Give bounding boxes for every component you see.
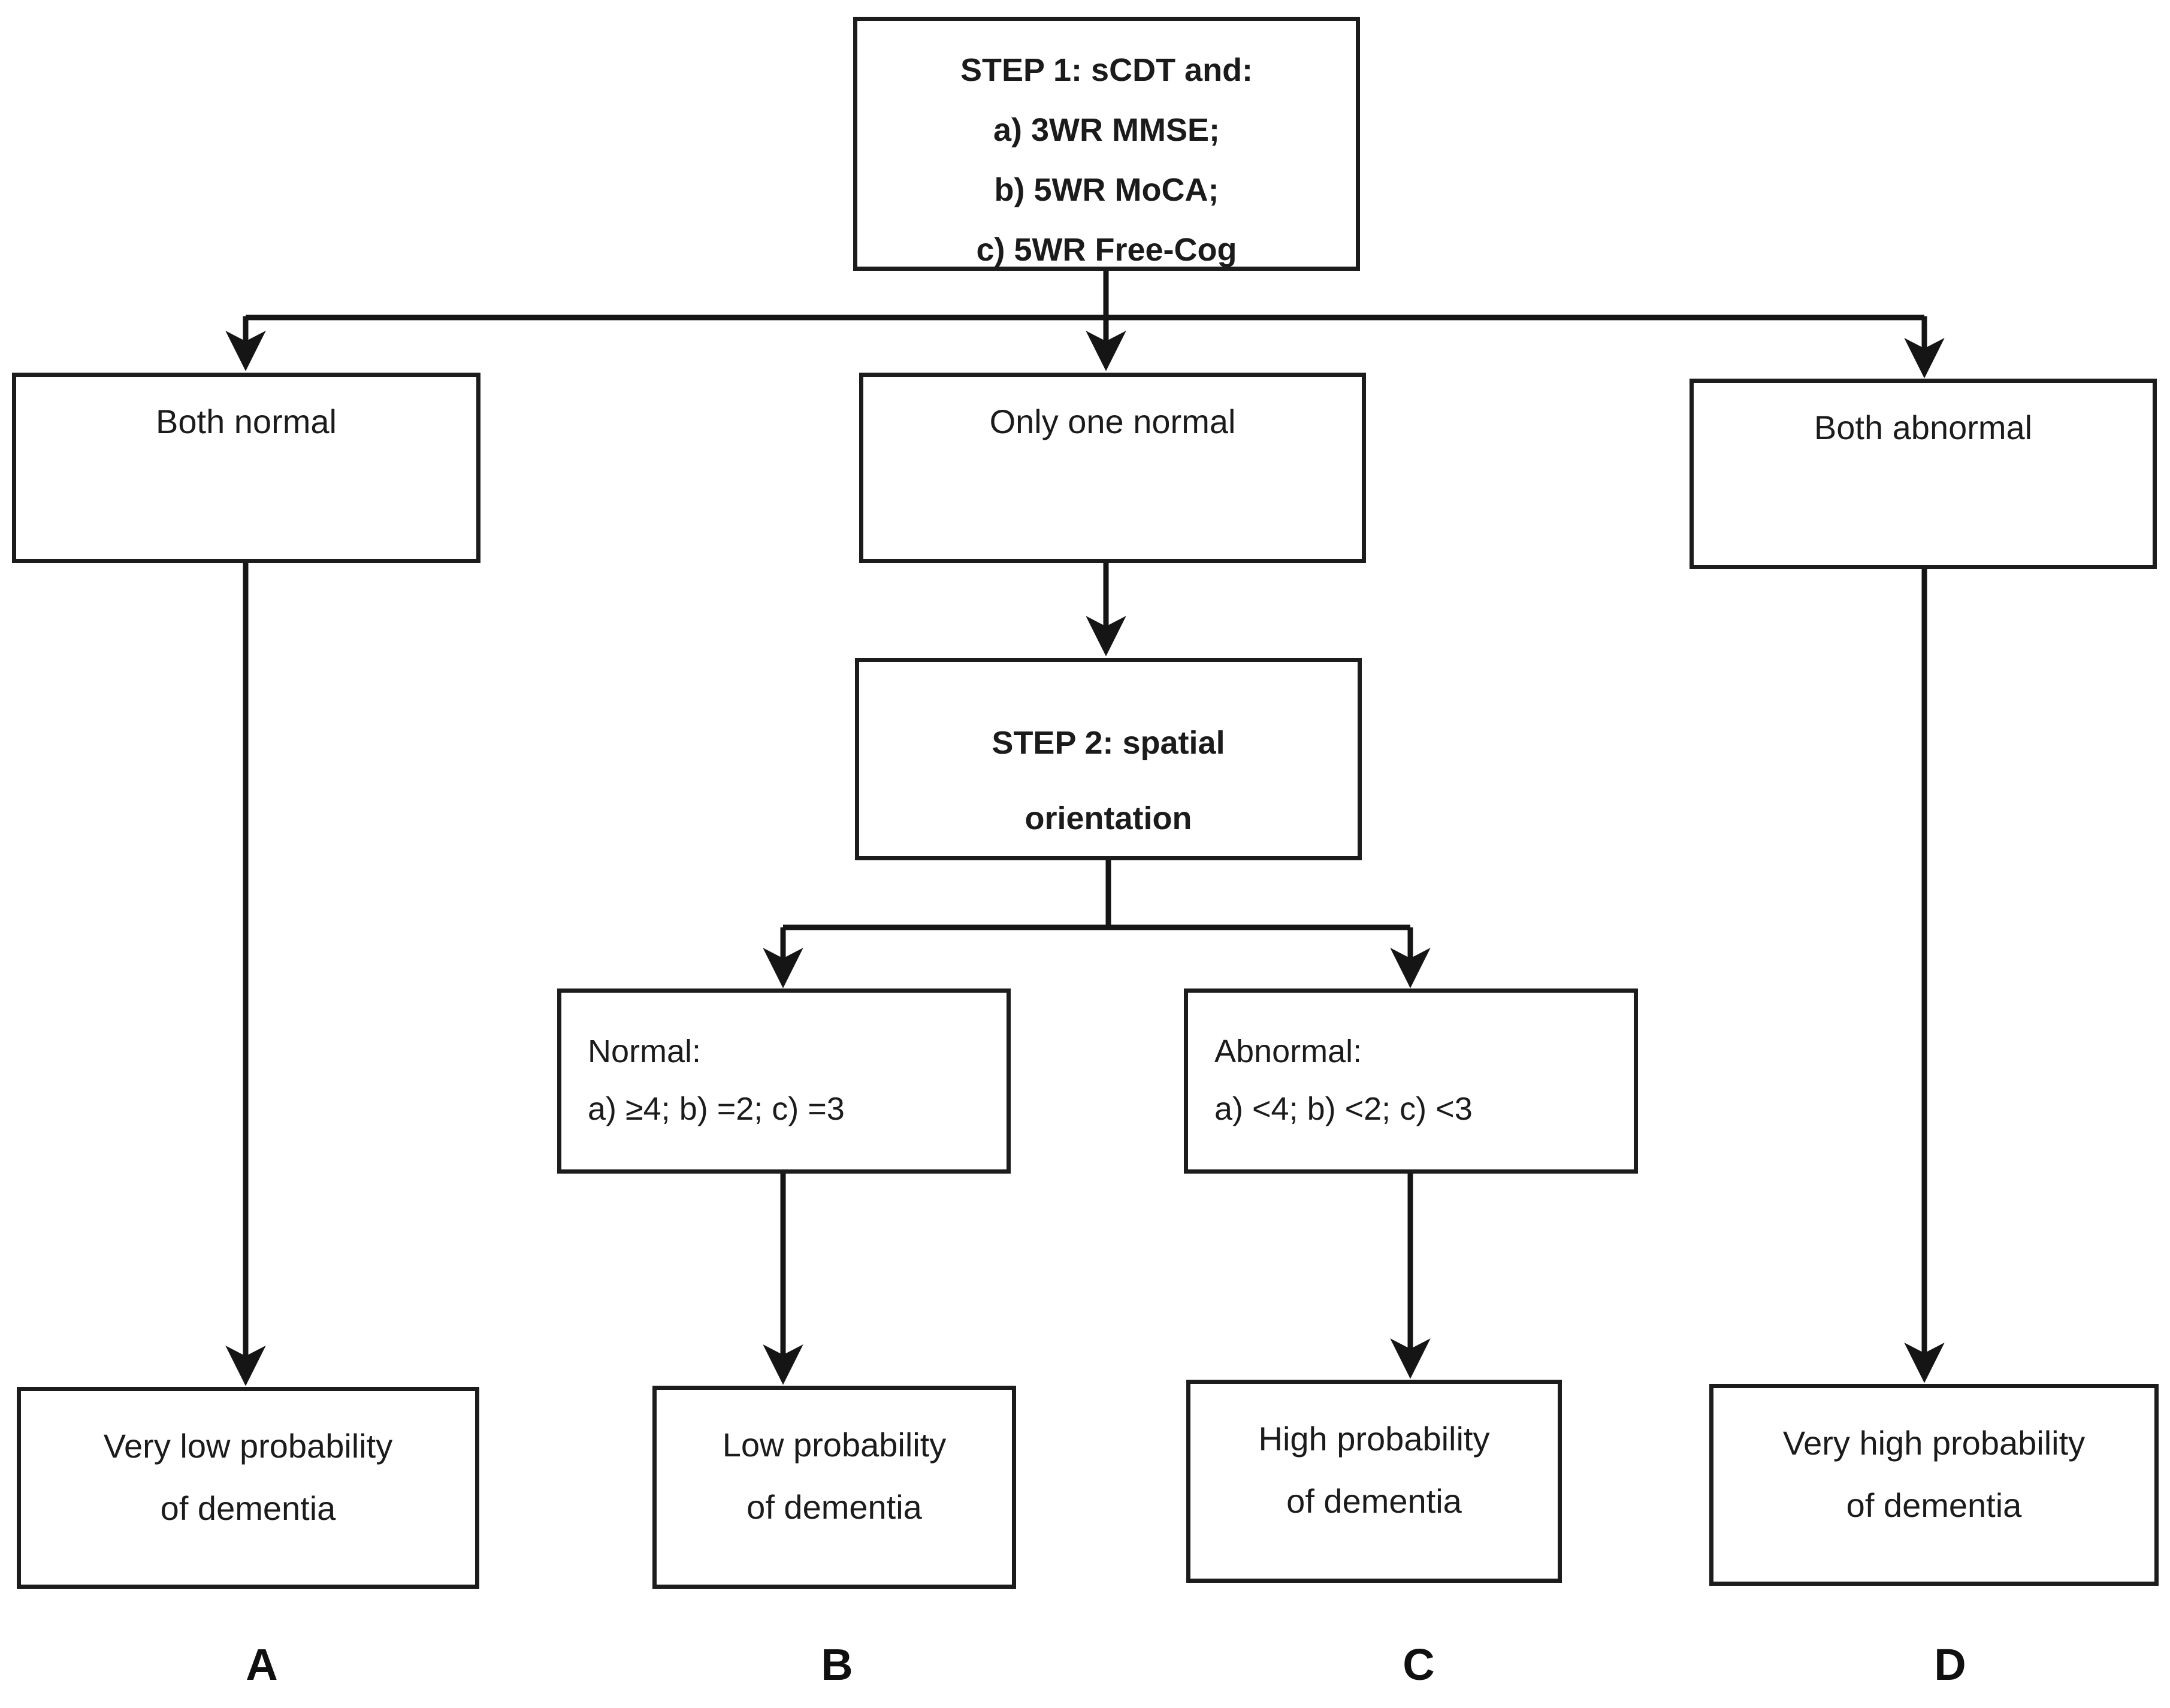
step2-normal-box: Normal: a) ≥4; b) =2; c) =3 [557,988,1011,1174]
both-abnormal-label: Both abnormal [1814,409,2033,446]
normal-criteria: a) ≥4; b) =2; c) =3 [588,1091,845,1127]
step2-title-line2: orientation [1024,800,1192,836]
step1-title: STEP 1: sCDT and: [960,52,1253,88]
normal-heading: Normal: [588,1033,702,1069]
step1-box: STEP 1: sCDT and: a) 3WR MMSE; b) 5WR Mo… [853,17,1360,271]
both-abnormal-box: Both abnormal [1690,379,2157,569]
only-one-normal-label: Only one normal [989,403,1236,440]
outcome-c-box: High probability of dementia [1186,1380,1562,1583]
step2-title-line1: STEP 2: spatial [992,725,1225,761]
outcome-c-line1: High probability [1258,1420,1490,1458]
step2-abnormal-box: Abnormal: a) <4; b) <2; c) <3 [1184,988,1638,1174]
step1-item-a: a) 3WR MMSE; [993,112,1220,148]
outcome-a-line1: Very low probability [103,1427,393,1465]
both-normal-label: Both normal [156,403,337,440]
column-label-a: A [246,1640,278,1689]
column-label-d: D [1934,1640,1966,1689]
abnormal-heading: Abnormal: [1214,1033,1362,1069]
outcome-d-line1: Very high probability [1782,1424,2086,1462]
outcome-a-line2: of dementia [160,1489,336,1527]
outcome-a-box: Very low probability of dementia [17,1387,479,1589]
abnormal-criteria: a) <4; b) <2; c) <3 [1214,1091,1473,1127]
outcome-d-line2: of dementia [1846,1486,2022,1524]
step1-item-b: b) 5WR MoCA; [994,172,1219,208]
step1-item-c: c) 5WR Free-Cog [976,232,1237,268]
outcome-b-box: Low probability of dementia [652,1386,1016,1589]
column-label-b: B [821,1640,853,1689]
outcome-c-line2: of dementia [1286,1482,1462,1520]
outcome-b-line2: of dementia [746,1488,922,1526]
outcome-d-box: Very high probability of dementia [1709,1384,2159,1586]
both-normal-box: Both normal [12,373,480,563]
step2-box: STEP 2: spatial orientation [855,658,1362,860]
column-label-c: C [1403,1640,1435,1689]
outcome-b-line1: Low probability [722,1426,947,1464]
only-one-normal-box: Only one normal [859,373,1366,563]
